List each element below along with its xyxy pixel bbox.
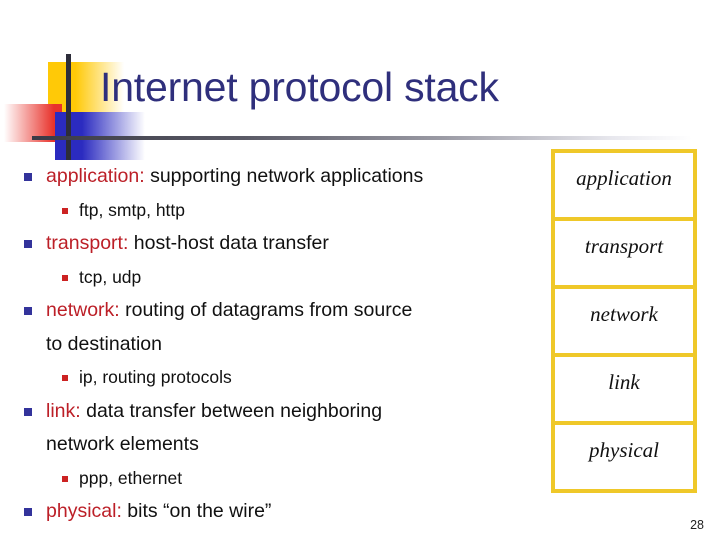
bullet-description: host-host data transfer (128, 232, 329, 254)
bullet-continuation-line: to destination (46, 332, 163, 355)
stack-layer-link: link (551, 353, 697, 421)
page-title: Internet protocol stack (100, 64, 499, 110)
bullet-description: supporting network applications (144, 165, 424, 187)
sub-square-bullet-icon (62, 375, 68, 381)
bullet-description: ftp, smtp, http (79, 199, 186, 220)
bullet-text: ftp, smtp, http (79, 194, 544, 228)
bullet-text: link: data transfer between neighboring (46, 395, 544, 429)
bullet-description: ppp, ethernet (79, 467, 183, 488)
bullet-item: tcp, udp (24, 261, 544, 295)
bullet-list: application: supporting network applicat… (24, 160, 544, 529)
title-divider-line (32, 136, 692, 140)
sub-square-bullet-icon (62, 475, 68, 482)
sub-square-bullet-icon (62, 207, 68, 214)
bullet-item: ip, routing protocols (24, 361, 544, 395)
bullet-description: bits “on the wire” (121, 500, 272, 522)
bullet-item: ppp, ethernet (24, 462, 544, 496)
stack-layer-transport: transport (551, 217, 697, 285)
bullet-text: ppp, ethernet (79, 462, 544, 496)
stack-layer-network: network (551, 285, 697, 353)
logo-vertical-line (66, 54, 71, 160)
bullet-description: tcp, udp (79, 266, 142, 287)
bullet-keyword: application: (46, 165, 145, 187)
bullet-item: physical: bits “on the wire” (24, 495, 544, 529)
bullet-item: link: data transfer between neighboring (24, 395, 544, 429)
bullet-text: tcp, udp (79, 261, 544, 295)
stack-layer-application: application (551, 149, 697, 217)
stack-layer-physical: physical (551, 421, 697, 493)
bullet-item: application: supporting network applicat… (24, 160, 544, 194)
bullet-text: physical: bits “on the wire” (46, 495, 544, 529)
square-bullet-icon (24, 173, 32, 181)
square-bullet-icon (24, 407, 32, 416)
sub-square-bullet-icon (62, 274, 68, 281)
bullet-item: ftp, smtp, http (24, 194, 544, 228)
bullet-text: ip, routing protocols (79, 361, 544, 395)
bullet-continuation-line: network elements (46, 433, 199, 455)
bullet-description: data transfer between neighboring (80, 399, 383, 422)
square-bullet-icon (24, 508, 32, 516)
bullet-description: ip, routing protocols (79, 367, 232, 387)
bullet-keyword: transport: (46, 232, 129, 254)
bullet-text: application: supporting network applicat… (46, 160, 544, 194)
logo-red-block (4, 104, 62, 142)
square-bullet-icon (24, 240, 32, 248)
bullet-text: transport: host-host data transfer (46, 227, 544, 261)
page-number: 28 (690, 518, 704, 532)
bullet-item: network: routing of datagrams from sourc… (24, 294, 544, 328)
bullet-description: routing of datagrams from source (119, 299, 413, 321)
bullet-keyword: physical: (46, 500, 122, 522)
bullet-keyword: network: (46, 299, 120, 321)
bullet-keyword: link: (46, 399, 81, 422)
bullet-text: network: routing of datagrams from sourc… (46, 294, 544, 328)
bullet-item: transport: host-host data transfer (24, 227, 544, 261)
square-bullet-icon (24, 307, 32, 315)
